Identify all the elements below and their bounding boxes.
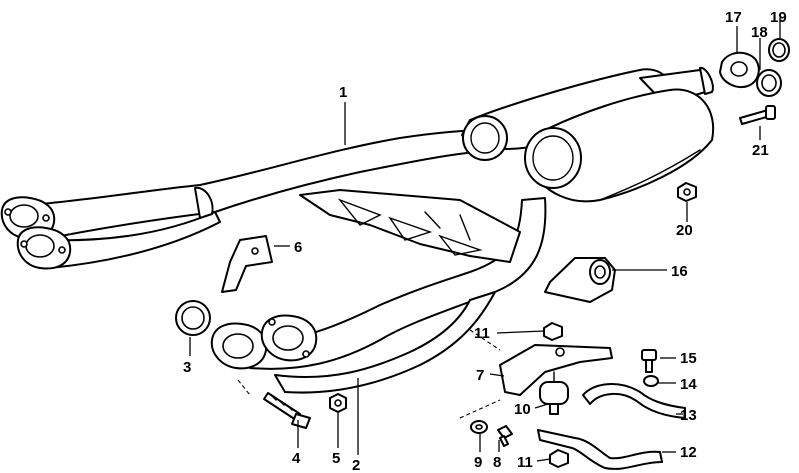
part-20-nut[interactable] [677,182,697,202]
callout-11-upper: 11 [474,325,490,342]
callout-11-lower: 11 [517,454,533,471]
part-14-washer[interactable] [643,375,659,387]
callout-15: 15 [680,350,697,367]
callout-21: 21 [752,142,769,159]
part-11-nut-lower[interactable] [549,449,569,468]
callout-10: 10 [514,401,531,418]
part-3-gasket-ring[interactable] [175,300,211,336]
callout-9: 9 [474,454,482,471]
callout-4: 4 [292,450,301,467]
callout-1: 1 [339,84,347,101]
part-10-rubber-mount[interactable] [539,371,569,415]
callout-19: 19 [770,9,787,26]
callout-13: 13 [680,407,697,424]
part-12-clamp-lower[interactable] [537,429,663,470]
part-8-screw[interactable] [497,425,513,447]
callout-16: 16 [671,263,688,280]
leader-lines [189,18,781,462]
callout-17: 17 [725,9,742,26]
callout-7: 7 [476,367,484,384]
part-4-bolt[interactable] [263,392,311,429]
part-11-nut-upper[interactable] [543,322,563,341]
part-19-ring[interactable] [768,38,790,62]
part-18-sealing-ring[interactable] [756,69,782,97]
part-9-washer[interactable] [470,420,488,434]
callout-8: 8 [493,454,501,471]
callout-20: 20 [676,222,693,239]
part-2-rear-pipe[interactable] [210,88,715,394]
part-5-nut[interactable] [329,393,347,413]
callout-2: 2 [352,457,360,473]
callout-3: 3 [183,359,191,376]
part-6-bracket[interactable] [221,235,273,293]
callout-12: 12 [680,444,697,461]
callout-5: 5 [332,450,340,467]
part-15-bolt[interactable] [641,349,657,373]
part-21-bolt[interactable] [739,105,776,125]
callout-14: 14 [680,376,697,393]
part-13-clamp-upper[interactable] [582,383,686,419]
callout-6: 6 [294,239,302,256]
part-16-rubber-hanger[interactable] [544,257,616,303]
cross-bracket [299,189,521,263]
callout-18: 18 [751,24,768,41]
part-17-flange-gasket[interactable] [719,51,760,88]
part-7-hanger-bracket[interactable] [499,344,613,396]
